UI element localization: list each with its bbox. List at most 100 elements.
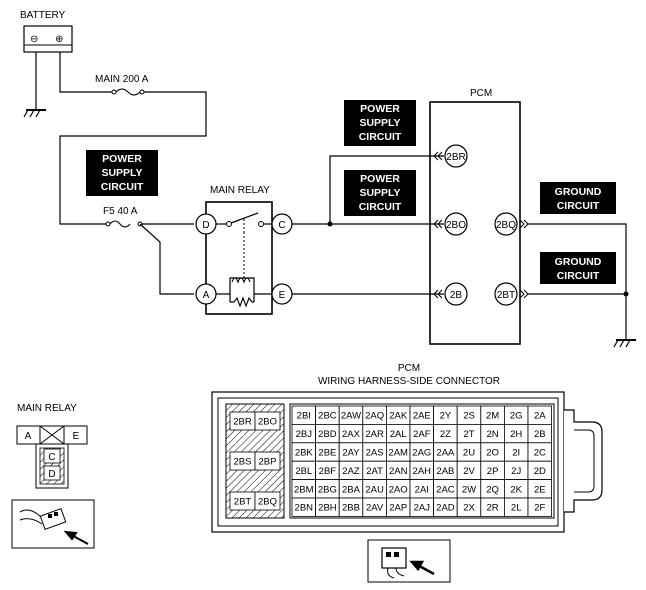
connector-pin-cell: 2BK <box>291 442 317 462</box>
svg-text:2AX: 2AX <box>342 429 361 440</box>
connector-pin-cell: 2Z <box>433 423 458 444</box>
battery-label: BATTERY <box>20 10 66 21</box>
relay-pin-a: A <box>195 283 217 305</box>
svg-text:2W: 2W <box>462 484 476 495</box>
pcm-pin-2bt: 2BT <box>494 282 518 306</box>
connector-pin-cell: 2AQ <box>362 405 387 425</box>
svg-text:2BH: 2BH <box>318 503 337 514</box>
connector-pin-cell: 2A <box>527 405 553 425</box>
svg-text:2AP: 2AP <box>389 503 407 514</box>
svg-text:2K: 2K <box>510 484 522 495</box>
svg-text:2Q: 2Q <box>486 484 499 495</box>
splice-to-2br-wire <box>329 155 444 224</box>
main-fuse-wire <box>59 91 207 225</box>
connector-pin-cell: 2P <box>480 460 505 481</box>
svg-text:D: D <box>202 220 209 231</box>
svg-text:2BT: 2BT <box>234 497 252 508</box>
pcm-connector-title-2: WIRING HARNESS-SIDE CONNECTOR <box>318 376 500 387</box>
pcm-box <box>429 101 521 345</box>
svg-text:CIRCUIT: CIRCUIT <box>101 181 144 193</box>
connector-pin-cell: 2O <box>480 442 505 462</box>
svg-text:2BO: 2BO <box>258 417 277 428</box>
svg-text:CIRCUIT: CIRCUIT <box>557 270 600 282</box>
connector-pin-cell: 2K <box>503 479 529 499</box>
power-supply-box-3: POWER SUPPLY CIRCUIT <box>344 170 416 216</box>
svg-text:2AL: 2AL <box>390 429 407 440</box>
svg-text:2AZ: 2AZ <box>342 466 360 477</box>
svg-text:2O: 2O <box>486 448 499 459</box>
svg-text:2I: 2I <box>512 448 520 459</box>
connector-pin-cell: 2W <box>456 479 482 499</box>
ground-splice-dot <box>623 291 629 297</box>
svg-text:SUPPLY: SUPPLY <box>359 187 400 199</box>
connector-pin-cell: 2BO <box>254 411 281 431</box>
connector-pin-cell: 2BF <box>315 460 340 481</box>
svg-text:2AQ: 2AQ <box>365 411 384 422</box>
connector-pin-cell: 2G <box>503 405 529 425</box>
connector-pin-cell: 2BG <box>315 479 340 499</box>
svg-text:2AI: 2AI <box>415 484 429 495</box>
relay-view-title: MAIN RELAY <box>17 403 77 414</box>
svg-text:2BR: 2BR <box>446 152 465 163</box>
connector-pin-cell: 2BE <box>315 442 340 462</box>
connector-pin-cell: 2AJ <box>409 497 435 517</box>
relay-harness-plug-icon <box>11 499 95 549</box>
connector-pin-cell: 2BR <box>229 411 256 431</box>
svg-text:2AD: 2AD <box>436 503 455 514</box>
connector-pin-cell: 2AU <box>362 479 387 499</box>
svg-text:2M: 2M <box>486 411 499 422</box>
svg-text:CIRCUIT: CIRCUIT <box>557 200 600 212</box>
connector-pin-cell: 2AV <box>362 497 387 517</box>
svg-text:2AM: 2AM <box>388 448 408 459</box>
svg-text:2B: 2B <box>534 429 546 440</box>
svg-text:2S: 2S <box>463 411 475 422</box>
connector-pin-cell: 2AW <box>338 405 364 425</box>
connector-pin-cell: 2BH <box>315 497 340 517</box>
connector-pin-cell: 2AM <box>385 442 411 462</box>
connector-pin-cell: 2AI <box>409 479 435 499</box>
connector-pin-cell: 2N <box>480 423 505 444</box>
connector-pin-cell: 2BN <box>291 497 317 517</box>
svg-text:2BS: 2BS <box>234 457 252 468</box>
connector-pin-cell: 2AE <box>409 405 435 425</box>
svg-text:2H: 2H <box>510 429 522 440</box>
svg-text:E: E <box>279 290 286 301</box>
svg-text:2T: 2T <box>463 429 474 440</box>
battery-box <box>23 25 73 53</box>
svg-text:2C: 2C <box>534 448 546 459</box>
connector-pin-cell: 2M <box>480 405 505 425</box>
svg-text:2N: 2N <box>487 429 499 440</box>
ground-icon <box>23 109 46 118</box>
main-relay-box <box>205 201 273 315</box>
connector-pin-cell: 2H <box>503 423 529 444</box>
ground-circuit-box-2: GROUND CIRCUIT <box>540 252 616 284</box>
connector-pin-cell: 2E <box>527 479 553 499</box>
svg-text:C: C <box>48 452 55 463</box>
connector-pin-cell: 2F <box>527 497 553 517</box>
relay-pin-d: D <box>195 213 217 235</box>
svg-text:POWER: POWER <box>360 103 400 115</box>
connector-pin-cell: 2AR <box>362 423 387 444</box>
svg-text:2BE: 2BE <box>318 448 336 459</box>
svg-text:2BO: 2BO <box>446 220 466 231</box>
svg-text:2BN: 2BN <box>295 503 314 514</box>
connector-pin-cell: 2Q <box>480 479 505 499</box>
svg-text:2AG: 2AG <box>412 448 431 459</box>
svg-text:2BD: 2BD <box>318 429 337 440</box>
svg-text:2AV: 2AV <box>366 503 384 514</box>
connector-pin-cell: 2BI <box>291 405 317 425</box>
svg-text:GROUND: GROUND <box>555 186 602 198</box>
connector-pin-cell: 2BC <box>315 405 340 425</box>
connector-pin-cell: 2R <box>480 497 505 517</box>
svg-text:2G: 2G <box>510 411 523 422</box>
ground-wire-2bq <box>528 223 627 340</box>
svg-text:POWER: POWER <box>102 153 142 165</box>
f5-fuse-icon <box>105 220 143 228</box>
pcm-harness-plug-icon <box>367 539 451 583</box>
svg-text:2P: 2P <box>487 466 499 477</box>
svg-text:2B: 2B <box>450 290 463 301</box>
battery-positive-icon: ⊕ <box>55 34 63 45</box>
connector-pin-cell: 2BS <box>229 451 256 471</box>
